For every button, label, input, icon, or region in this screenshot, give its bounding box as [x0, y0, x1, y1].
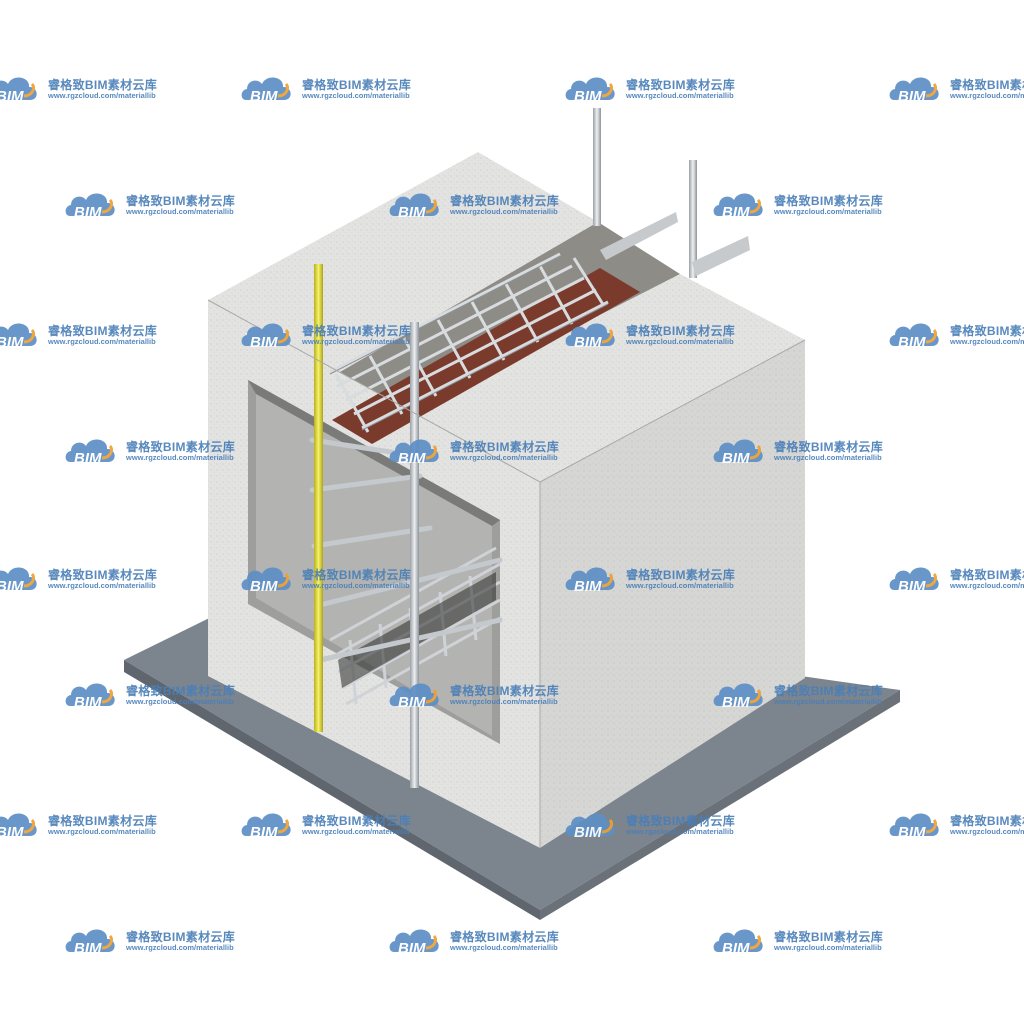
top-face-left [208, 152, 598, 372]
angle-rails [600, 212, 750, 276]
timber-deck [332, 268, 640, 444]
right-face [540, 340, 805, 848]
yellow-pipe [314, 264, 323, 732]
vertical-pipes [410, 108, 697, 788]
top-face-right [410, 274, 805, 482]
steel-mesh-top [329, 252, 609, 433]
